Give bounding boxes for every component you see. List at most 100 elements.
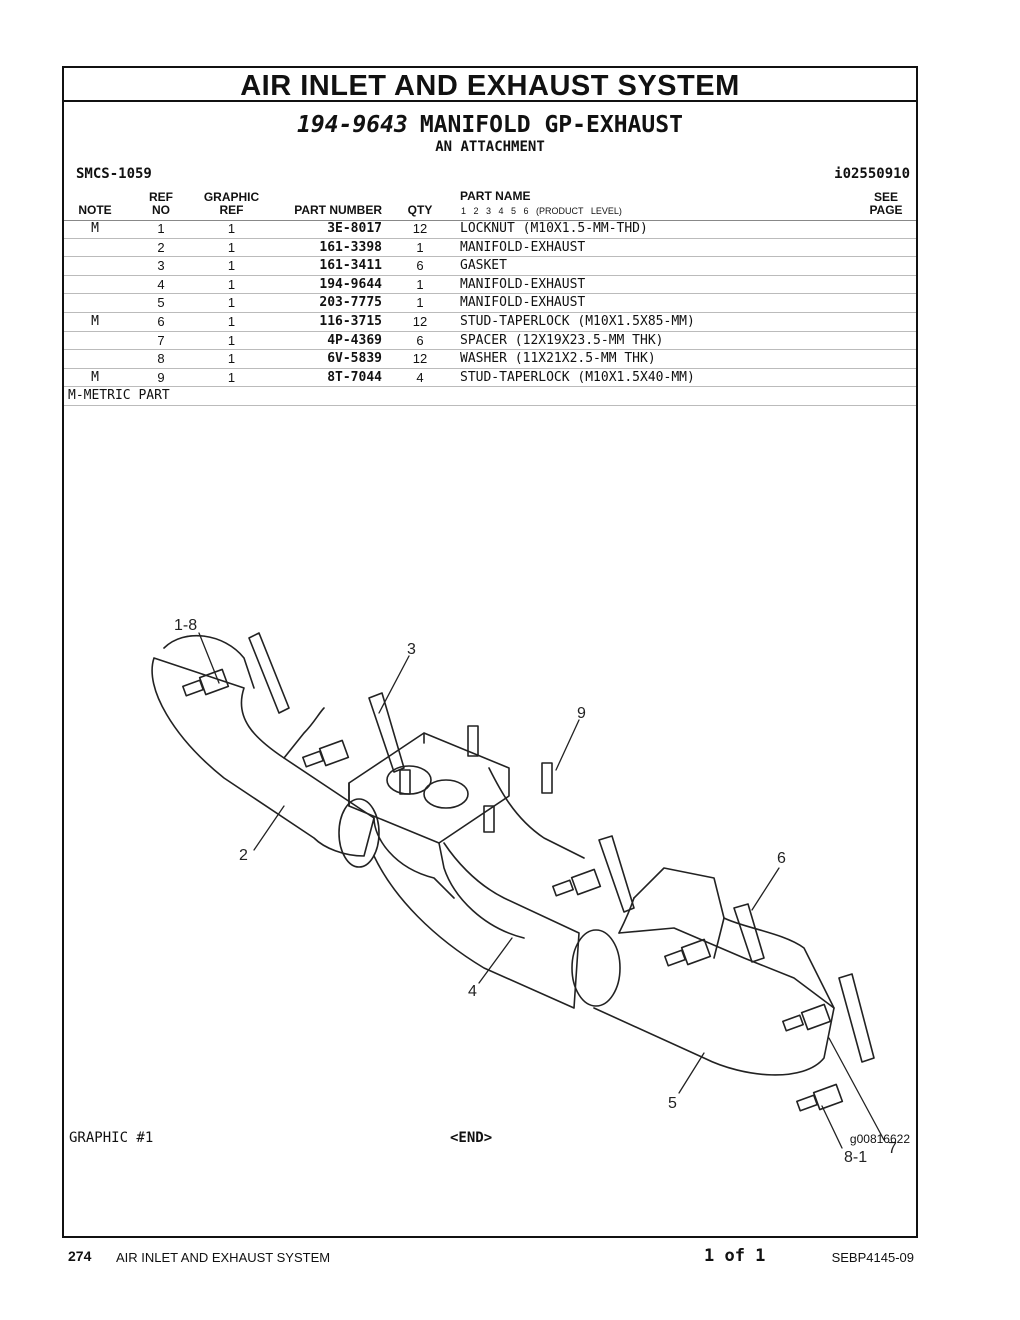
callout-label: 7 xyxy=(888,1140,897,1157)
document-id: i02550910 xyxy=(834,166,910,182)
row-graphic: 1 xyxy=(227,239,236,255)
row-qty: 1 xyxy=(416,276,424,292)
col-graphic-ref-2: REF xyxy=(219,203,244,217)
row-part-number[interactable]: 6V-5839 xyxy=(327,351,382,367)
row-note: M xyxy=(91,221,99,236)
row-graphic: 1 xyxy=(227,295,236,311)
callout-label: 9 xyxy=(577,705,586,722)
row-ref: 8 xyxy=(157,351,165,367)
row-graphic: 1 xyxy=(227,221,236,236)
row-part-number[interactable]: 8T-7044 xyxy=(327,369,382,385)
table-row: 2 1 161-3398 1 MANIFOLD-EXHAUST xyxy=(64,239,916,258)
col-see-page-1: SEE xyxy=(873,190,898,204)
graphic-label: GRAPHIC #1 xyxy=(69,1130,154,1146)
row-part-number[interactable]: 161-3398 xyxy=(319,239,382,255)
page-number: 274 xyxy=(68,1248,92,1264)
callout-label: 2 xyxy=(239,847,248,864)
callout-label: 1-8 xyxy=(174,617,197,634)
graphic-image-id: g00816622 xyxy=(849,1132,910,1146)
table-row: 8 1 6V-5839 12 WASHER (11X21X2.5-MM THK) xyxy=(64,350,916,369)
callout-label: 5 xyxy=(668,1095,677,1112)
exhaust-manifold-illustration: 1-8 3 9 2 6 4 5 7 8-1 xyxy=(151,617,897,1166)
table-row: M 1 1 3E-8017 12 LOCKNUT (M10X1.5-MM-THD… xyxy=(64,220,916,239)
row-part-number[interactable]: 161-3411 xyxy=(319,258,382,274)
row-part-name: GASKET xyxy=(460,258,507,274)
row-part-name: SPACER (12X19X23.5-MM THK) xyxy=(460,332,664,348)
row-part-name: MANIFOLD-EXHAUST xyxy=(460,276,586,292)
row-part-number[interactable]: 116-3715 xyxy=(319,313,382,329)
group-title: 194-9643 MANIFOLD GP-EXHAUST xyxy=(64,112,916,138)
col-part-number: PART NUMBER xyxy=(294,203,382,217)
row-qty: 6 xyxy=(416,258,424,274)
row-qty: 12 xyxy=(412,351,428,367)
smcs-code: SMCS-1059 xyxy=(76,166,152,182)
row-ref: 1 xyxy=(157,221,165,236)
row-part-name: MANIFOLD-EXHAUST xyxy=(460,295,586,311)
doc-number: SEBP4145-09 xyxy=(831,1250,914,1265)
metric-footnote: M-METRIC PART xyxy=(64,387,916,406)
group-name: MANIFOLD GP-EXHAUST xyxy=(419,112,683,138)
row-ref: 7 xyxy=(157,332,165,348)
row-graphic: 1 xyxy=(227,258,236,274)
col-note: NOTE xyxy=(78,203,112,217)
row-graphic: 1 xyxy=(227,369,236,385)
row-part-name: STUD-TAPERLOCK (M10X1.5X40-MM) xyxy=(460,369,695,385)
row-part-number[interactable]: 203-7775 xyxy=(319,295,382,311)
manifold-outline xyxy=(151,634,835,1076)
row-qty: 6 xyxy=(416,332,424,348)
col-see-page-2: PAGE xyxy=(869,203,903,217)
table-row: 5 1 203-7775 1 MANIFOLD-EXHAUST xyxy=(64,294,916,313)
row-note: M xyxy=(91,369,99,385)
row-qty: 1 xyxy=(416,295,424,311)
row-qty: 12 xyxy=(412,313,428,329)
row-ref: 6 xyxy=(157,313,165,329)
row-qty: 1 xyxy=(416,239,424,255)
col-qty: QTY xyxy=(407,203,433,217)
col-ref-no-1: REF xyxy=(149,190,173,204)
row-ref: 3 xyxy=(157,258,165,274)
table-row: M 6 1 116-3715 12 STUD-TAPERLOCK (M10X1.… xyxy=(64,313,916,332)
system-title: AIR INLET AND EXHAUST SYSTEM xyxy=(64,68,916,102)
footer-section: AIR INLET AND EXHAUST SYSTEM xyxy=(116,1250,331,1265)
leader-lines xyxy=(198,632,885,1149)
row-note: M xyxy=(91,313,99,329)
studs-and-brackets xyxy=(182,632,875,1112)
page-of: 1 of 1 xyxy=(704,1246,766,1266)
callout-labels: 1-8 3 9 2 6 4 5 7 8-1 xyxy=(174,617,897,1166)
row-ref: 2 xyxy=(157,239,165,255)
col-ref-no-2: NO xyxy=(152,203,170,217)
parts-table: M 1 1 3E-8017 12 LOCKNUT (M10X1.5-MM-THD… xyxy=(64,220,916,406)
group-subtitle: AN ATTACHMENT xyxy=(435,139,545,155)
row-part-number[interactable]: 4P-4369 xyxy=(327,332,382,348)
col-graphic-ref-1: GRAPHIC xyxy=(203,190,260,204)
table-row: 7 1 4P-4369 6 SPACER (12X19X23.5-MM THK) xyxy=(64,332,916,351)
product-levels: 1 2 3 4 5 6 (PRODUCT LEVEL) xyxy=(461,206,622,216)
table-row: 3 1 161-3411 6 GASKET xyxy=(64,257,916,276)
table-header: NOTE REF NO GRAPHIC REF PART NUMBER QTY … xyxy=(64,190,916,221)
row-part-name: WASHER (11X21X2.5-MM THK) xyxy=(460,351,656,367)
row-qty: 4 xyxy=(416,369,424,385)
row-part-name: MANIFOLD-EXHAUST xyxy=(460,239,586,255)
col-part-name: PART NAME xyxy=(460,189,531,203)
callout-label: 3 xyxy=(407,641,416,658)
callout-label: 8-1 xyxy=(844,1149,867,1166)
row-ref: 9 xyxy=(157,369,165,385)
table-row: M 9 1 8T-7044 4 STUD-TAPERLOCK (M10X1.5X… xyxy=(64,369,916,388)
callout-label: 6 xyxy=(777,850,786,867)
row-graphic: 1 xyxy=(227,276,236,292)
table-row: 4 1 194-9644 1 MANIFOLD-EXHAUST xyxy=(64,276,916,295)
group-part-number: 194-9643 xyxy=(297,112,408,138)
row-part-name: LOCKNUT (M10X1.5-MM-THD) xyxy=(460,221,648,236)
row-part-name: STUD-TAPERLOCK (M10X1.5X85-MM) xyxy=(460,313,695,329)
row-graphic: 1 xyxy=(227,313,236,329)
row-graphic: 1 xyxy=(227,351,236,367)
row-part-number[interactable]: 3E-8017 xyxy=(327,221,382,236)
end-marker: <END> xyxy=(450,1130,493,1146)
row-ref: 4 xyxy=(157,276,165,292)
row-graphic: 1 xyxy=(227,332,236,348)
row-part-number[interactable]: 194-9644 xyxy=(319,276,382,292)
callout-label: 4 xyxy=(468,983,477,1000)
row-qty: 12 xyxy=(412,221,428,236)
row-ref: 5 xyxy=(157,295,165,311)
